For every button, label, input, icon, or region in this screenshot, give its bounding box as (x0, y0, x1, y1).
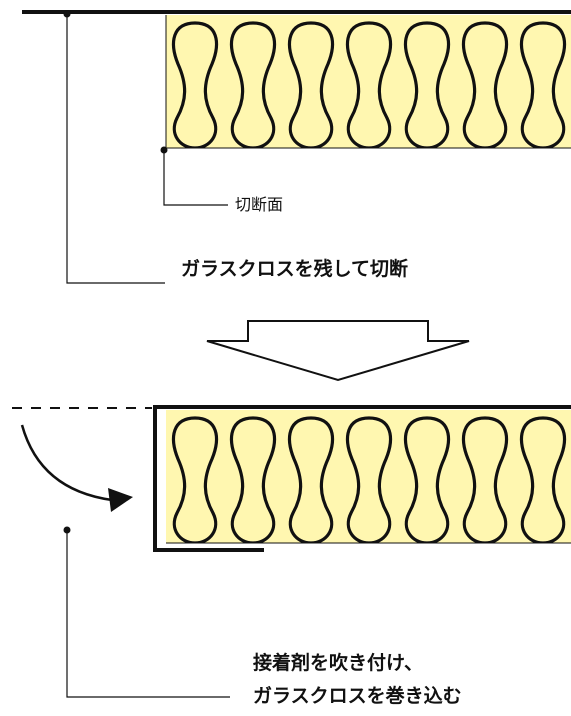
cut-surface-leader-line (163, 150, 228, 206)
top-section (22, 10, 571, 284)
adhesive-leader-line (66, 530, 230, 698)
step1-label: ガラスクロスを残して切断 (181, 258, 409, 280)
top-insulation-loops (166, 15, 571, 148)
wrap-curved-arrow (20, 424, 113, 502)
wrapped-glass-cloth (153, 405, 571, 552)
glass-cloth-leader-line (66, 14, 165, 284)
step2-label-line1: 接着剤を吹き付け、 (253, 652, 424, 674)
bottom-insulation-loops (166, 410, 571, 543)
bottom-section (12, 405, 571, 698)
cut-surface-label: 切断面 (235, 195, 284, 214)
wrap-arrow-head (108, 488, 133, 512)
down-arrow (206, 320, 470, 382)
step2-label-line2: ガラスクロスを巻き込む (253, 685, 462, 707)
